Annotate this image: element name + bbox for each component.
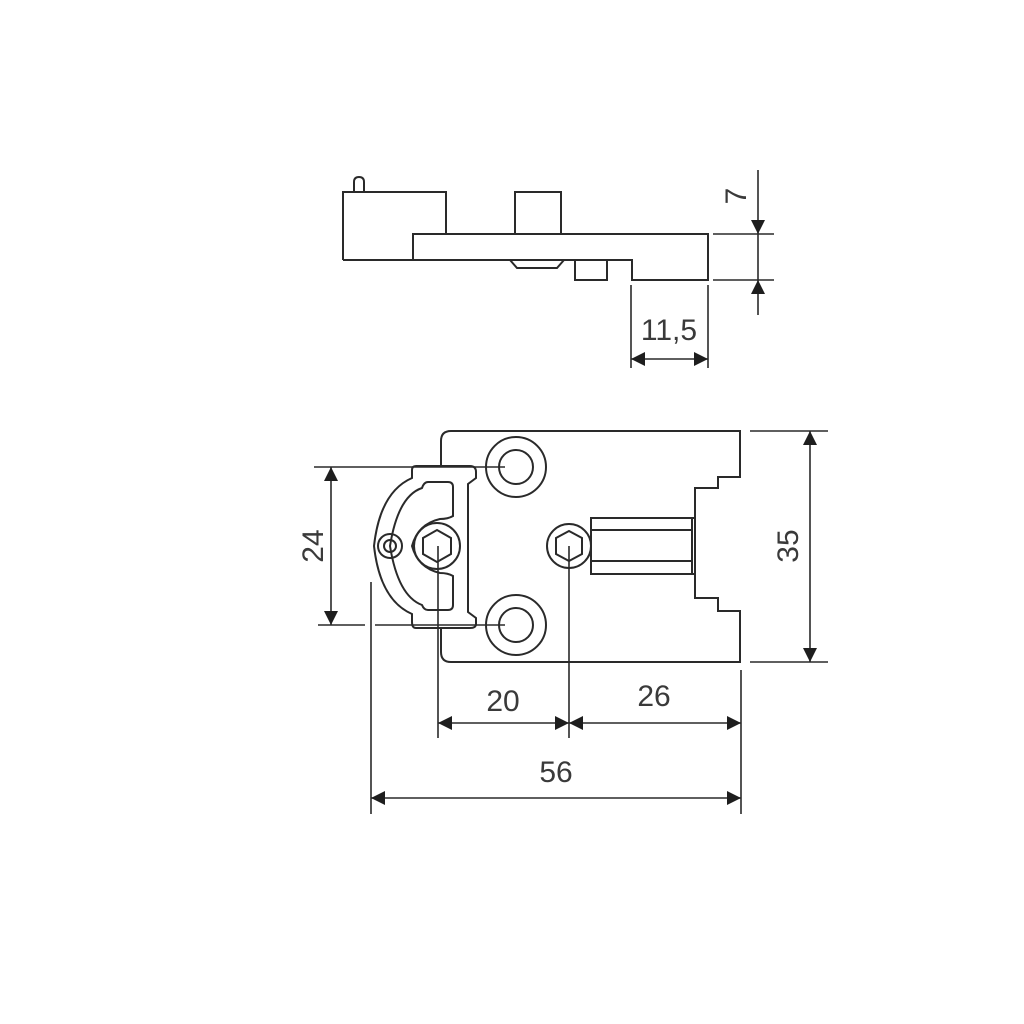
dimension-left-to-center-label: 20	[486, 685, 519, 718]
dimension-width: 35	[750, 430, 828, 663]
dimension-height-label: 7	[720, 188, 753, 205]
dimension-offset: 11,5	[630, 285, 709, 368]
slide-bar	[590, 517, 693, 575]
dimension-left-to-center: 20	[438, 685, 569, 730]
dimension-width-label: 35	[772, 529, 805, 562]
nut-underside	[509, 259, 565, 269]
main-plate	[412, 233, 709, 281]
top-view: 24 35 20 26 56	[297, 430, 828, 814]
eyelet-outer	[377, 533, 403, 559]
left-block	[342, 191, 447, 260]
small-tab	[574, 260, 608, 281]
side-view: 7 11,5	[342, 170, 774, 368]
clamp-bracket	[372, 465, 477, 629]
pin-shape	[353, 175, 365, 192]
eyelet-inner	[383, 539, 397, 553]
dimension-overall-length-label: 56	[539, 756, 572, 789]
base-plate	[440, 430, 741, 663]
hex-bolt-left-icon	[422, 528, 452, 564]
dimension-overall-length: 56	[371, 756, 741, 805]
dimension-offset-label: 11,5	[641, 314, 697, 347]
dimension-hole-spacing-label: 24	[297, 529, 330, 562]
dimension-hole-spacing: 24	[297, 466, 505, 626]
center-boss	[514, 191, 562, 234]
dimension-height: 7	[713, 170, 774, 315]
dimension-center-to-right: 26	[569, 680, 741, 730]
dimension-center-to-right-label: 26	[637, 680, 670, 713]
